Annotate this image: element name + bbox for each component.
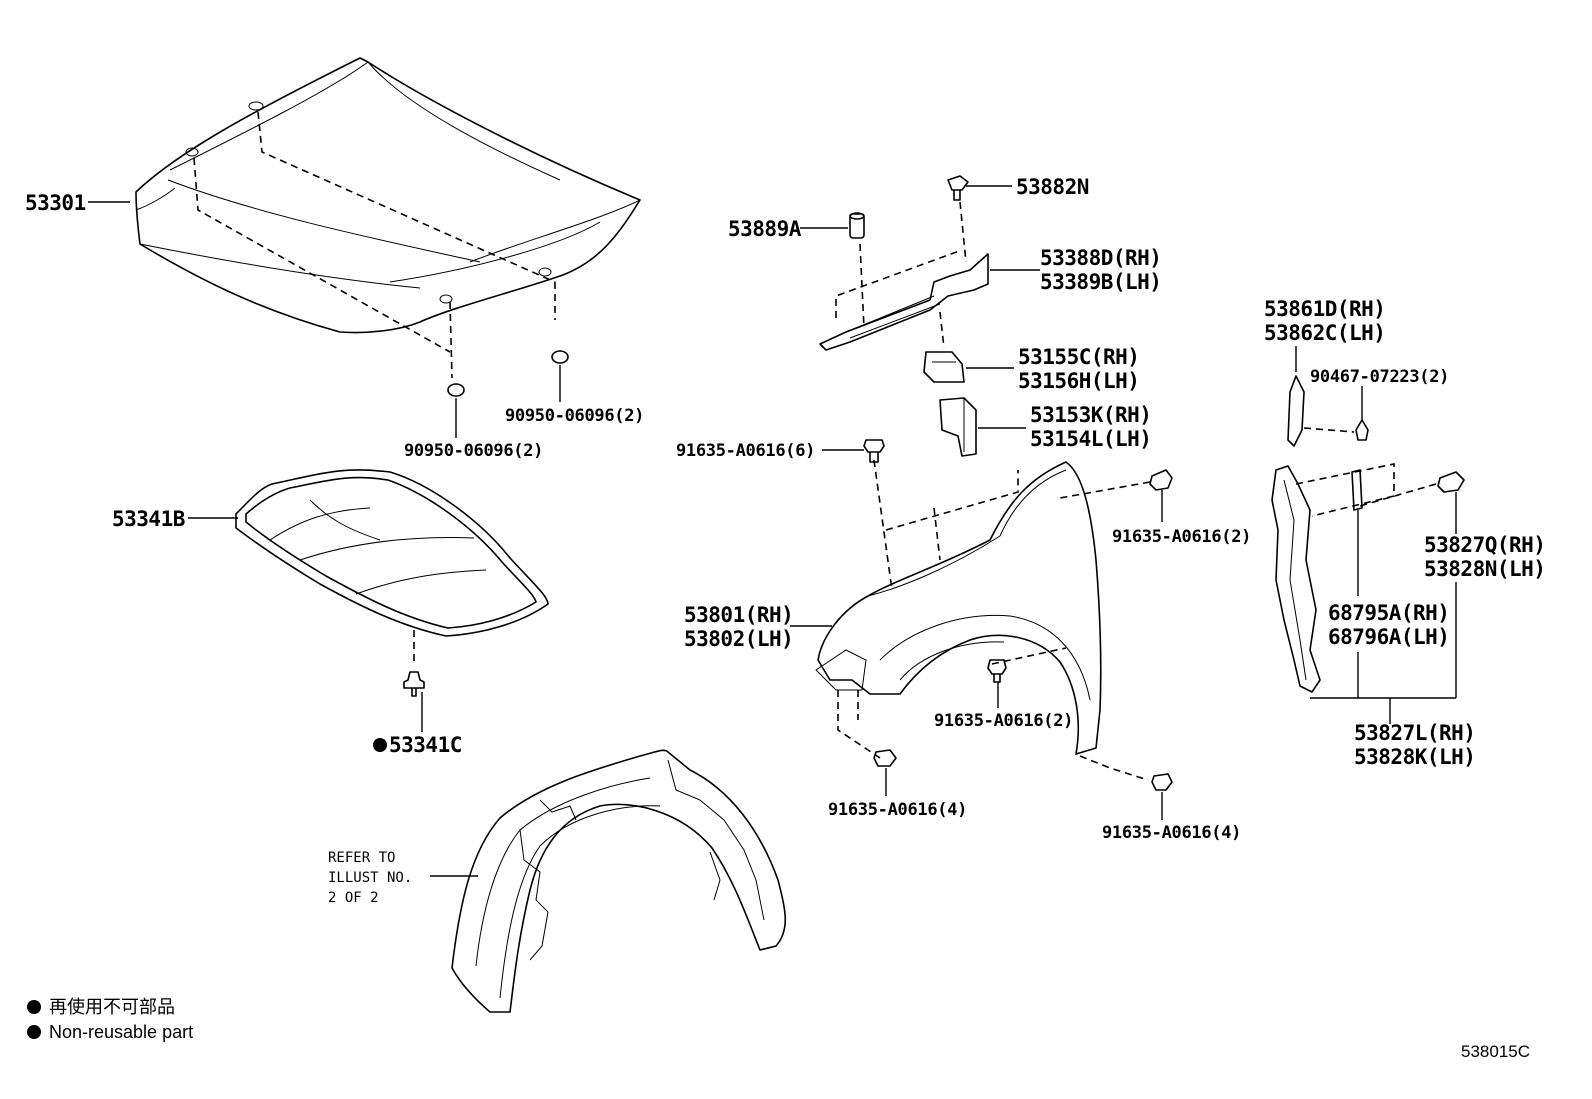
label-bolt-6: 91635-A0616(6) (676, 441, 815, 461)
label-liner-rh: 53827Q(RH) (1424, 533, 1545, 557)
label-hood-cushion-left: 90950-06096(2) (404, 441, 543, 461)
insulator-clip-icon (403, 671, 425, 697)
label-bracket-rh: 53155C(RH) (1018, 345, 1139, 369)
label-liner-lh: 53828N(LH) (1424, 557, 1545, 581)
bolt-4-left-icon (873, 749, 897, 767)
hood-insulator (235, 469, 549, 664)
label-fender-rh: 53801(RH) (684, 603, 793, 627)
label-guide-rh: 53153K(RH) (1030, 403, 1151, 427)
bracket-53155-icon (923, 351, 965, 383)
non-reusable-marker-icon (373, 738, 387, 752)
fender-liner-bracket (1271, 463, 1395, 693)
label-hood: 53301 (25, 191, 86, 215)
refer-note-line-1: REFER TO (328, 850, 395, 866)
hood-cushion-left-icon (447, 383, 465, 397)
label-cushion-53889: 53889A (728, 217, 802, 241)
legend-bullet-icon (27, 1000, 41, 1014)
bolt-4-right-icon (1151, 773, 1173, 791)
bolt-6-icon (863, 439, 885, 463)
guide-53153-icon (939, 397, 977, 457)
label-seal-pad-rh: 68795A(RH) (1328, 601, 1449, 625)
label-seal-lh: 53389B(LH) (1040, 270, 1161, 294)
legend-bullet-icon (27, 1025, 41, 1039)
label-bolt-4-right: 91635-A0616(4) (1102, 823, 1241, 843)
label-insulator-clip: 53341C (389, 733, 462, 757)
illustration-reference: 538015C (1461, 1042, 1530, 1061)
liner-clip-53827-icon (1437, 471, 1465, 493)
label-fender-lh: 53802(LH) (684, 627, 793, 651)
label-assy-rh: 53827L(RH) (1354, 721, 1475, 745)
label-protector-rh: 53861D(RH) (1264, 297, 1385, 321)
label-assy-lh: 53828K(LH) (1354, 745, 1475, 769)
refer-note-line-2: ILLUST NO. (328, 870, 412, 886)
protector-53861-icon (1287, 375, 1305, 447)
seal-pad-68795-icon (1351, 469, 1363, 511)
label-seal-pad-lh: 68796A(LH) (1328, 625, 1449, 649)
hood-panel (135, 57, 641, 379)
front-fender (815, 459, 1151, 781)
label-bolt-2-upper: 91635-A0616(2) (1112, 527, 1251, 547)
label-guide-lh: 53154L(LH) (1030, 427, 1151, 451)
label-hood-cushion-right: 90950-06096(2) (505, 406, 644, 426)
hood-cushion-right-icon (551, 350, 569, 364)
legend-japanese: 再使用不可部品 (49, 997, 175, 1017)
legend-english: Non-reusable part (49, 1022, 193, 1042)
refer-note-line-3: 2 OF 2 (328, 890, 379, 906)
label-protector-lh: 53862C(LH) (1264, 321, 1385, 345)
label-clip-53882: 53882N (1016, 175, 1089, 199)
label-clip-90467: 90467-07223(2) (1310, 367, 1449, 387)
cushion-53889-icon (849, 212, 865, 239)
hood-seal-bracket (819, 201, 989, 351)
clip-53882-icon (947, 175, 969, 201)
label-bracket-lh: 53156H(LH) (1018, 369, 1139, 393)
bolt-2-upper-icon (1149, 469, 1173, 491)
label-bolt-4-left: 91635-A0616(4) (828, 800, 967, 820)
bolt-2-lower-icon (987, 659, 1007, 683)
fender-liner (451, 749, 787, 1013)
clip-90467-icon (1355, 419, 1369, 441)
label-hood-insulator: 53341B (112, 507, 185, 531)
label-seal-rh: 53388D(RH) (1040, 246, 1161, 270)
label-bolt-2-lower: 91635-A0616(2) (934, 711, 1073, 731)
